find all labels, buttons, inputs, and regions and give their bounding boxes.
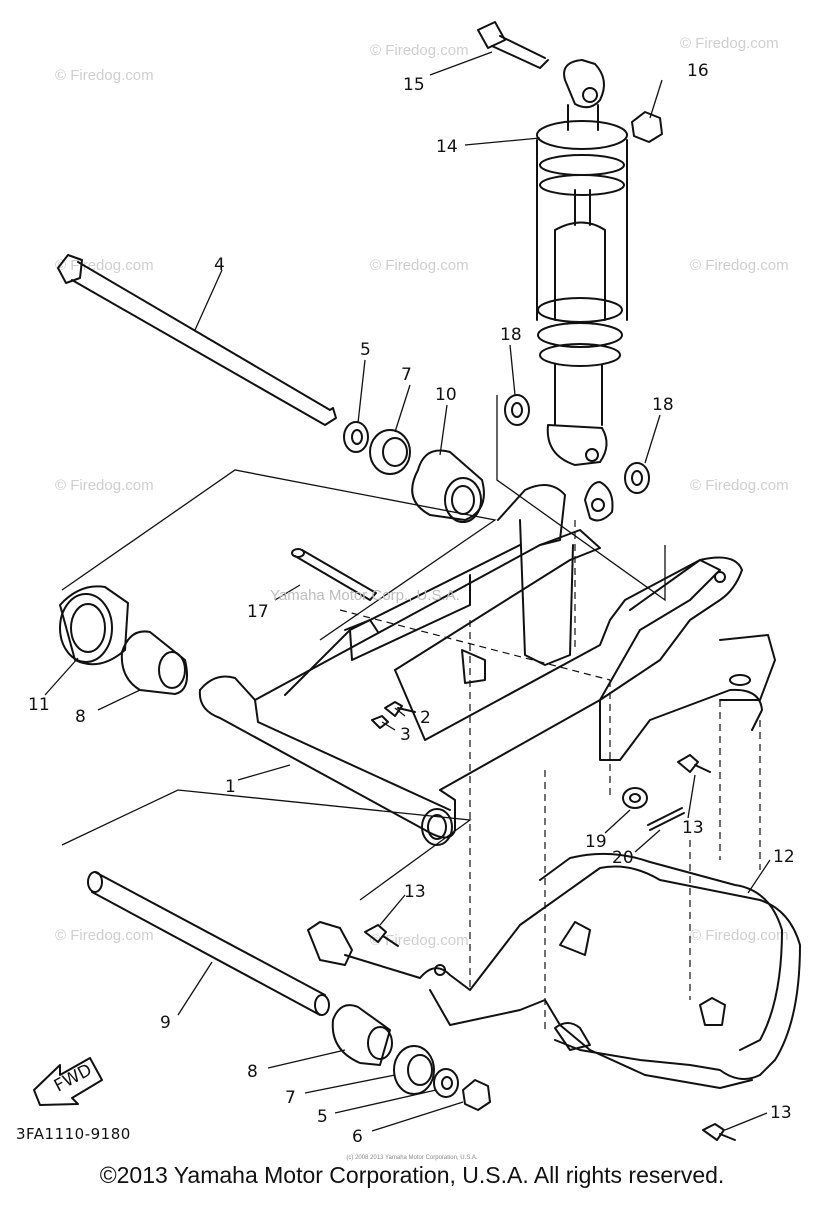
bolt-13-lower (702, 1123, 736, 1141)
watermark: © Firedog.com (690, 477, 789, 494)
callout-4: 4 (214, 255, 225, 275)
washer-18-left (504, 394, 530, 426)
watermark: © Firedog.com (55, 927, 154, 944)
callout-9: 9 (160, 1013, 171, 1033)
callout-18: 18 (500, 325, 522, 345)
collar-10 (411, 449, 485, 523)
callout-8: 8 (75, 707, 86, 727)
callouts: 15 16 14 4 5 7 10 18 18 17 11 8 2 3 1 19… (28, 61, 795, 1147)
bolt-13-upper (677, 754, 711, 773)
callout-19: 19 (585, 832, 607, 852)
bracket-12 (307, 852, 801, 1089)
watermark: © Firedog.com (690, 927, 789, 944)
bolt-2 (384, 701, 416, 717)
nut-6 (462, 1079, 491, 1111)
callout-1: 1 (225, 777, 236, 797)
watermark: © Firedog.com (680, 35, 779, 52)
collar-8-upper (120, 630, 188, 695)
copyright-notice: ©2013 Yamaha Motor Corporation, U.S.A. A… (99, 1162, 725, 1188)
watermark: © Firedog.com (55, 257, 154, 274)
callout-6: 6 (352, 1127, 363, 1147)
bearing-7 (369, 429, 411, 475)
bushing-11 (59, 585, 129, 666)
guide-frame-left (61, 469, 497, 641)
watermark: © Firedog.com (690, 257, 789, 274)
callout-5: 5 (360, 340, 371, 360)
fwd-label: FWD (51, 1060, 95, 1096)
callout-20: 20 (612, 848, 634, 868)
washer-5 (343, 421, 369, 453)
diagram-code: 3FA1110-9180 (16, 1125, 131, 1143)
watermark: © Firedog.com (55, 67, 154, 84)
callout-12: 12 (773, 847, 795, 867)
guide-frame-lower (61, 789, 472, 901)
washer-5-lower (433, 1068, 459, 1098)
bearing-7-lower (393, 1045, 435, 1095)
callout-11: 11 (28, 695, 50, 715)
guide-frame-shock (496, 395, 666, 602)
swingarm-1 (198, 481, 776, 846)
watermarks: © Firedog.com © Firedog.com © Firedog.co… (55, 35, 789, 949)
watermark: © Firedog.com (370, 42, 469, 59)
washer-18-right (624, 462, 650, 494)
callout-13: 13 (682, 818, 704, 838)
callout-7: 7 (285, 1088, 296, 1108)
callout-16: 16 (687, 61, 709, 81)
bolt-13-middle (364, 924, 399, 947)
callout-15: 15 (403, 75, 425, 95)
collar-8-lower (331, 1004, 393, 1066)
callout-5: 5 (317, 1107, 328, 1127)
callout-14: 14 (436, 137, 458, 157)
watermark: © Firedog.com (55, 477, 154, 494)
callout-3: 3 (400, 725, 411, 745)
callout-18: 18 (652, 395, 674, 415)
tube-9 (87, 871, 330, 1016)
leader-lines (44, 51, 771, 1132)
guide-dash (339, 609, 611, 681)
callout-13: 13 (404, 882, 426, 902)
copyright-small: (c) 2008 2013 Yamaha Motor Corporation, … (346, 1155, 478, 1161)
washer-3 (371, 715, 389, 729)
pivot-shaft-4 (57, 254, 337, 426)
pin-17 (291, 548, 377, 601)
callout-2: 2 (420, 708, 431, 728)
watermark-center: Yamaha Motor Corp., U.S.A. (270, 587, 460, 604)
callout-8: 8 (247, 1062, 258, 1082)
washer-19 (622, 787, 648, 809)
watermark: © Firedog.com (370, 257, 469, 274)
bolt-15 (477, 21, 549, 69)
callout-13: 13 (770, 1103, 792, 1123)
cotter-pin-20 (647, 807, 685, 831)
fwd-arrow-icon: FWD (33, 1057, 103, 1106)
nut-16 (631, 111, 663, 143)
shock-absorber-14 (536, 59, 628, 466)
callout-17: 17 (247, 602, 269, 622)
callout-10: 10 (435, 385, 457, 405)
callout-7: 7 (401, 365, 412, 385)
